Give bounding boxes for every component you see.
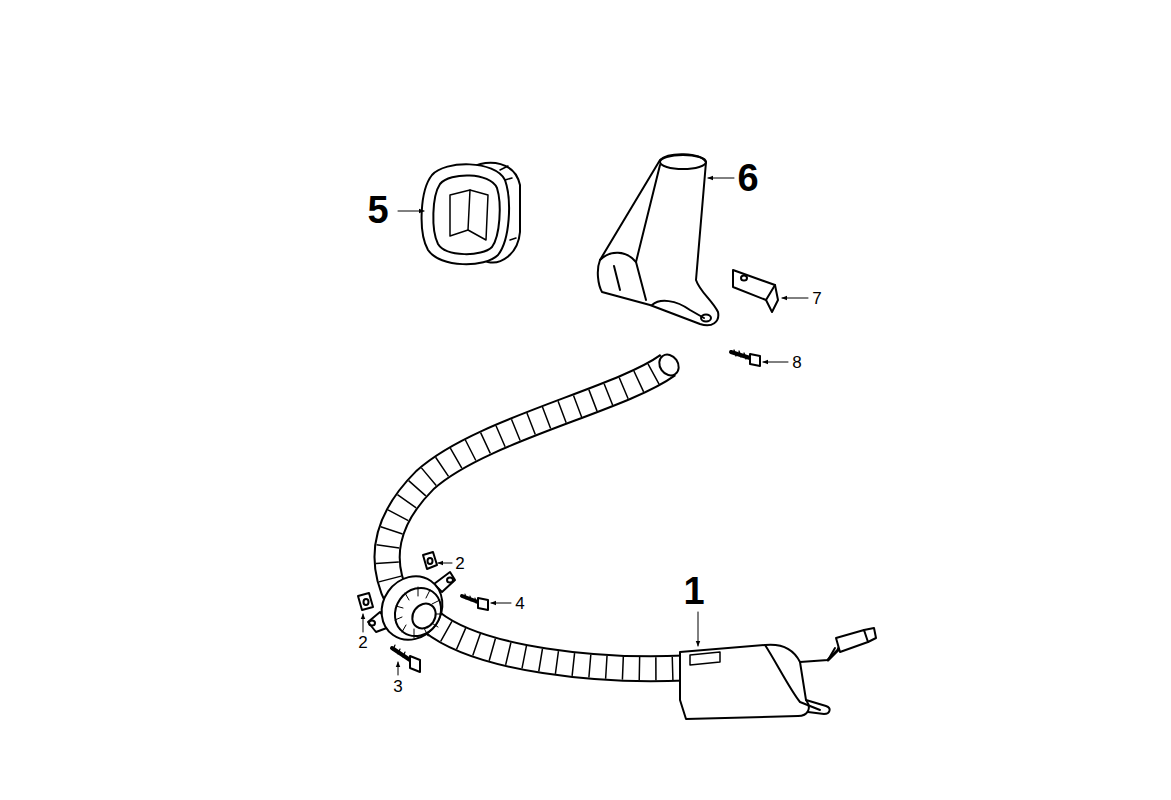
callout-number: 2: [358, 634, 367, 651]
callout-number: 8: [792, 354, 801, 371]
callout-number: 6: [737, 159, 758, 197]
callout-number: 7: [812, 290, 821, 307]
callout-number: 5: [367, 191, 388, 229]
callout-number: 1: [683, 572, 704, 610]
callout-number: 3: [393, 678, 402, 695]
callout-number: 2: [455, 555, 464, 572]
callout-number: 4: [515, 595, 524, 612]
